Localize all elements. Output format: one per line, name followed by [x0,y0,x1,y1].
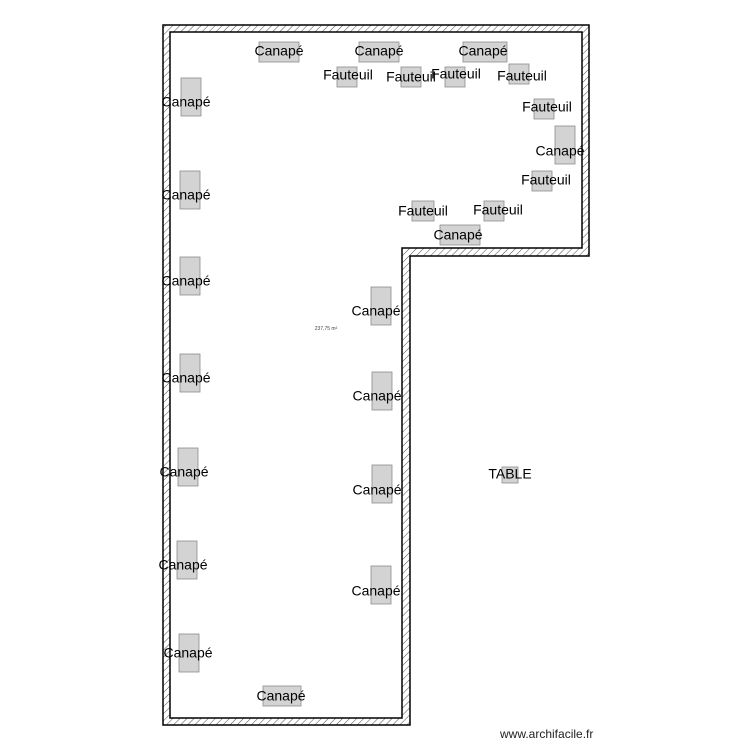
sofa-shape[interactable] [179,170,201,210]
sofa-label: Canapé [161,187,210,203]
sofa-label: Canapé [535,143,584,159]
armchair-label: Fauteuil [522,99,572,115]
sofa-label: Canapé [458,43,507,59]
sofa-shape[interactable] [180,77,202,117]
sofa-label: Canapé [354,43,403,59]
sofa-shape[interactable] [370,286,392,326]
sofa-shape[interactable] [179,256,201,296]
armchair-shape[interactable] [508,63,530,85]
sofa-label: Canapé [163,645,212,661]
armchair-shape[interactable] [336,66,358,88]
armchair-shape[interactable] [411,200,435,222]
sofa-label: Canapé [351,583,400,599]
sofa-label: Canapé [254,43,303,59]
sofa-shape[interactable] [178,633,200,673]
area-label: 237,75 m² [315,326,338,332]
armchair-label: Fauteuil [497,68,547,84]
sofa-shape[interactable] [371,464,393,504]
sofa-shape[interactable] [439,224,481,246]
sofa-shape[interactable] [258,41,300,63]
sofa-label: Canapé [158,557,207,573]
table-shape[interactable] [501,466,519,484]
armchair-label: Fauteuil [386,69,436,85]
armchair-shape[interactable] [533,98,555,120]
table-label: TABLE [488,466,531,482]
sofa-shape[interactable] [358,41,400,63]
credit-text: www.archifacile.fr [500,727,594,741]
sofa-label: Canapé [433,227,482,243]
sofa-shape[interactable] [370,565,392,605]
sofa-shape[interactable] [462,41,508,63]
sofa-label: Canapé [159,464,208,480]
armchair-label: Fauteuil [521,172,571,188]
sofa-shape[interactable] [554,125,576,165]
sofa-shape[interactable] [177,447,199,487]
armchair-label: Fauteuil [431,66,481,82]
sofa-label: Canapé [351,303,400,319]
sofa-label: Canapé [161,94,210,110]
armchair-label: Fauteuil [473,202,523,218]
sofa-label: Canapé [352,388,401,404]
sofa-label: Canapé [161,273,210,289]
sofa-shape[interactable] [176,540,198,580]
sofa-shape[interactable] [371,371,393,411]
armchair-label: Fauteuil [398,203,448,219]
sofa-shape[interactable] [179,353,201,393]
armchair-shape[interactable] [400,66,422,88]
armchair-shape[interactable] [444,66,466,88]
armchair-shape[interactable] [483,200,505,222]
sofa-label: Canapé [256,688,305,704]
sofa-label: Canapé [161,370,210,386]
armchair-shape[interactable] [531,170,553,192]
sofa-shape[interactable] [262,685,302,707]
armchair-label: Fauteuil [323,67,373,83]
sofa-label: Canapé [352,482,401,498]
